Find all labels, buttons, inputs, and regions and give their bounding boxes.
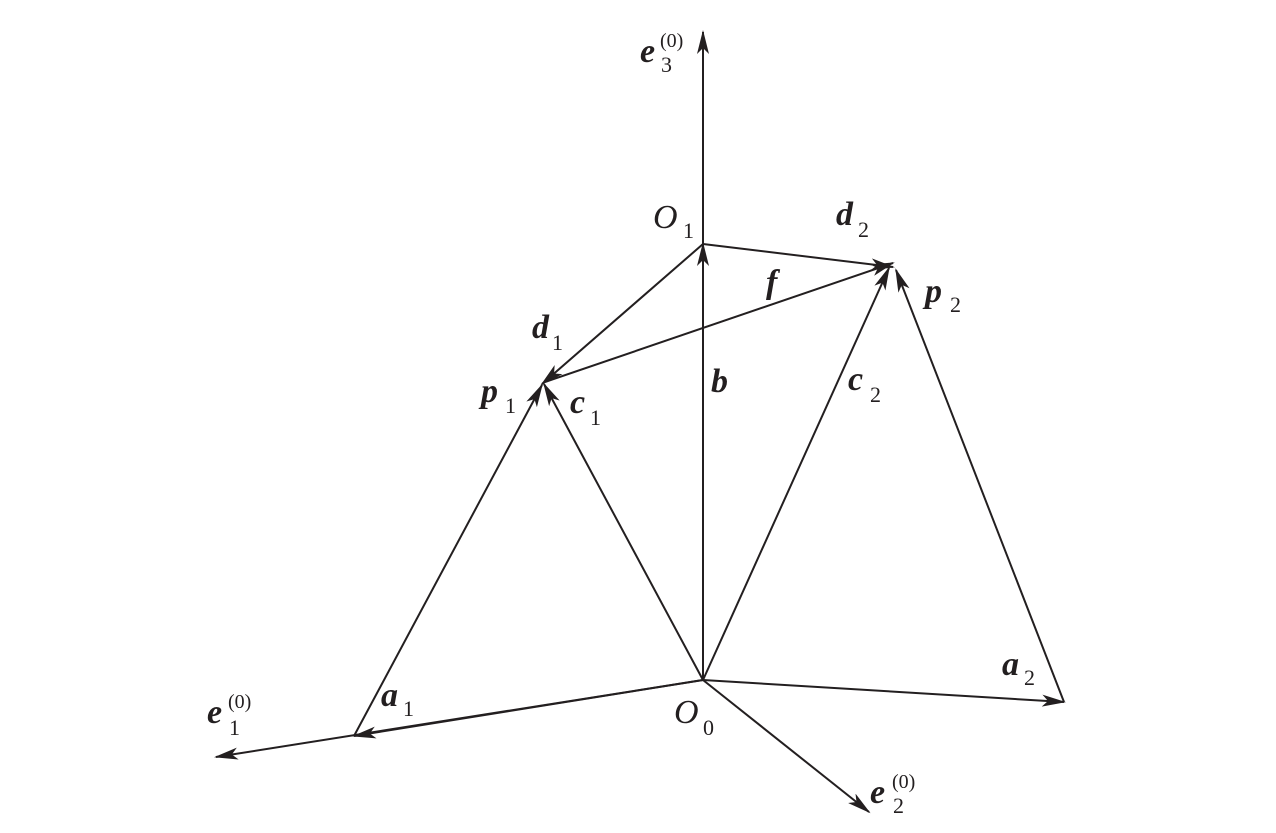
svg-text:f: f <box>766 264 781 301</box>
axis-e2-arrow <box>702 679 871 814</box>
label-e1: e (0) 1 <box>207 691 251 740</box>
label-c1: c 1 <box>570 384 601 430</box>
svg-text:c: c <box>848 361 863 398</box>
svg-text:e: e <box>640 33 655 70</box>
svg-text:0: 0 <box>703 715 714 740</box>
vector-c1-arrow <box>543 382 704 681</box>
label-c2: c 2 <box>848 361 881 407</box>
label-f: f <box>766 264 781 301</box>
svg-text:1: 1 <box>683 218 694 243</box>
svg-text:2: 2 <box>1024 665 1035 690</box>
svg-text:(0): (0) <box>660 30 683 52</box>
label-origin-0: O 0 <box>674 694 714 740</box>
svg-text:O: O <box>653 199 678 236</box>
svg-text:c: c <box>570 384 585 421</box>
svg-text:1: 1 <box>552 330 563 355</box>
label-b: b <box>711 363 728 400</box>
vector-a2-arrow <box>702 679 1066 707</box>
label-d1: d 1 <box>532 309 563 355</box>
svg-text:(0): (0) <box>892 771 915 793</box>
vector-a1-arrow <box>352 679 704 739</box>
svg-text:2: 2 <box>858 217 869 242</box>
svg-text:O: O <box>674 694 699 731</box>
vector-d2-arrow <box>702 243 895 271</box>
vector-c2-arrow <box>702 266 890 681</box>
vector-d1-arrow <box>540 243 704 386</box>
label-p1: p 1 <box>478 373 516 418</box>
svg-text:p: p <box>922 273 942 310</box>
vector-p1-arrow <box>353 383 543 737</box>
vector-f-arrow <box>544 262 895 383</box>
label-d2: d 2 <box>836 196 869 242</box>
label-origin-1: O 1 <box>653 199 694 243</box>
svg-text:a: a <box>381 677 398 714</box>
svg-text:e: e <box>870 774 885 811</box>
label-a1: a 1 <box>381 677 414 721</box>
svg-text:3: 3 <box>661 52 672 77</box>
svg-text:p: p <box>478 373 498 410</box>
svg-text:e: e <box>207 694 222 731</box>
svg-text:2: 2 <box>893 793 904 818</box>
svg-text:1: 1 <box>229 715 240 740</box>
vector-p2-arrow <box>895 268 1065 703</box>
label-e2: e (0) 2 <box>870 771 915 818</box>
svg-text:2: 2 <box>950 292 961 317</box>
svg-text:a: a <box>1002 646 1019 683</box>
svg-text:b: b <box>711 363 728 400</box>
label-a2: a 2 <box>1002 646 1035 690</box>
label-p2: p 2 <box>922 273 961 317</box>
svg-text:(0): (0) <box>228 691 251 713</box>
svg-text:d: d <box>836 196 854 233</box>
svg-text:d: d <box>532 309 550 346</box>
svg-text:1: 1 <box>403 696 414 721</box>
svg-text:2: 2 <box>870 382 881 407</box>
svg-text:1: 1 <box>505 393 516 418</box>
svg-text:1: 1 <box>590 405 601 430</box>
label-e3: e (0) 3 <box>640 30 683 77</box>
